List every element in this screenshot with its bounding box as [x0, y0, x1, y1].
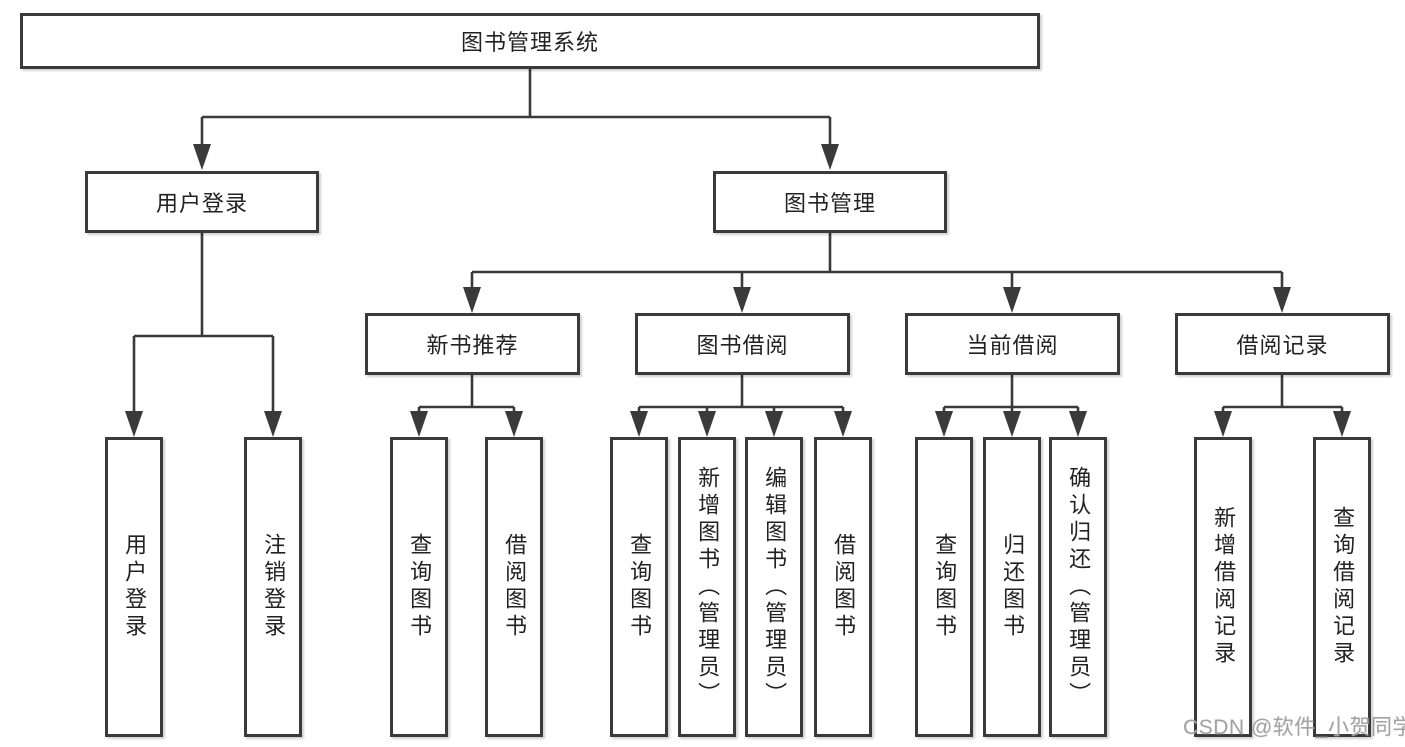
node-book-management-label: 图书管理 [783, 191, 876, 216]
leaf-current-confirm-return-admin-label: 确认归还（管理员） [1066, 465, 1092, 709]
leaf-current-return-books-label: 归还图书 [1000, 533, 1026, 641]
leaf-current-confirm-return-admin: 确认归还（管理员） [1049, 437, 1107, 737]
leaf-borrow-edit-books-admin-label: 编辑图书（管理员） [762, 465, 788, 709]
connector-records-to-leaves [1221, 375, 1344, 418]
leaf-recommend-query-books-label: 查询图书 [407, 533, 433, 641]
connector-management-to-level2 [470, 233, 1284, 292]
leaf-recommend-borrow-books: 借阅图书 [485, 437, 543, 737]
leaf-borrow-add-books-admin-label: 新增图书（管理员） [695, 465, 721, 709]
node-root: 图书管理系统 [20, 13, 1040, 69]
node-user-login: 用户登录 [85, 171, 319, 233]
leaf-borrow-add-books-admin: 新增图书（管理员） [678, 437, 736, 737]
node-new-book-recommend-label: 新书推荐 [426, 333, 519, 358]
leaf-logout-label: 注销登录 [261, 533, 287, 641]
leaf-records-add-record-label: 新增借阅记录 [1211, 506, 1237, 668]
node-root-label: 图书管理系统 [460, 30, 599, 55]
node-new-book-recommend: 新书推荐 [365, 313, 580, 375]
csdn-watermark: CSDN @软件_小贺同学 [1183, 716, 1405, 739]
node-user-login-label: 用户登录 [155, 191, 248, 216]
node-current-borrow-label: 当前借阅 [966, 333, 1059, 358]
connector-login-to-leaves [132, 233, 275, 418]
leaf-records-add-record: 新增借阅记录 [1194, 437, 1252, 737]
leaf-current-return-books: 归还图书 [983, 437, 1041, 737]
connector-root-to-level1 [200, 69, 832, 148]
leaf-user-login-label: 用户登录 [122, 533, 148, 641]
node-current-borrow: 当前借阅 [905, 313, 1120, 375]
leaf-borrow-edit-books-admin: 编辑图书（管理员） [745, 437, 803, 737]
leaf-user-login: 用户登录 [105, 437, 163, 737]
leaf-logout: 注销登录 [244, 437, 302, 737]
leaf-records-query-record: 查询借阅记录 [1313, 437, 1371, 737]
node-book-borrow-label: 图书借阅 [696, 333, 789, 358]
leaf-borrow-borrow-books: 借阅图书 [814, 437, 872, 737]
leaf-recommend-query-books: 查询图书 [390, 437, 448, 737]
node-book-management: 图书管理 [713, 171, 947, 233]
leaf-borrow-query-books: 查询图书 [610, 437, 668, 737]
leaf-records-query-record-label: 查询借阅记录 [1330, 506, 1356, 668]
connector-recommend-to-leaves [417, 375, 516, 418]
leaf-borrow-query-books-label: 查询图书 [627, 533, 653, 641]
node-borrow-records: 借阅记录 [1175, 313, 1390, 375]
connector-borrow-to-leaves [637, 375, 845, 418]
leaf-borrow-borrow-books-label: 借阅图书 [831, 533, 857, 641]
leaf-current-query-books: 查询图书 [915, 437, 973, 737]
arrowheads [125, 144, 1351, 437]
leaf-recommend-borrow-books-label: 借阅图书 [502, 533, 528, 641]
leaf-current-query-books-label: 查询图书 [932, 533, 958, 641]
node-book-borrow: 图书借阅 [635, 313, 850, 375]
node-borrow-records-label: 借阅记录 [1236, 333, 1329, 358]
